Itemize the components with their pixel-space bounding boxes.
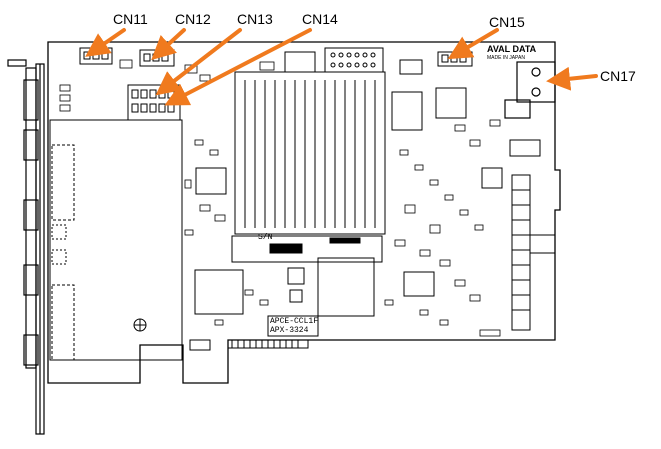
serial-plate [231, 235, 383, 263]
cn17-arrow [546, 66, 598, 91]
heatsink [234, 71, 386, 235]
cn15-label: CN15 [489, 14, 525, 30]
cn13-arrow [155, 28, 242, 96]
model-name-line1: APCE-CCL1F [270, 317, 319, 326]
cn12-arrow [151, 28, 186, 61]
made-in-text: MADE IN JAPAN [487, 55, 525, 61]
cn12-label: CN12 [175, 11, 211, 27]
mounting-bracket [7, 59, 45, 435]
left-connector-area [49, 119, 183, 361]
aval-logo-text: AVAL DATA [487, 44, 537, 54]
cn11-label: CN11 [113, 11, 148, 27]
top-header-block [284, 47, 423, 75]
cn11-arrow [85, 28, 126, 57]
smd-components [59, 59, 501, 337]
model-label-box [267, 315, 319, 337]
cn13-label: CN13 [237, 11, 273, 27]
cn14-label: CN14 [302, 11, 338, 27]
serial-number-label: S/N [258, 233, 273, 242]
cn17-label: CN17 [600, 68, 636, 84]
cn14-arrow [164, 28, 312, 106]
ic-chips [194, 87, 541, 317]
cn15-arrow [447, 28, 499, 60]
pcie-edge-connector [189, 339, 309, 351]
model-name-line2: APX-3324 [270, 326, 309, 335]
right-edge-connectors [511, 174, 556, 331]
